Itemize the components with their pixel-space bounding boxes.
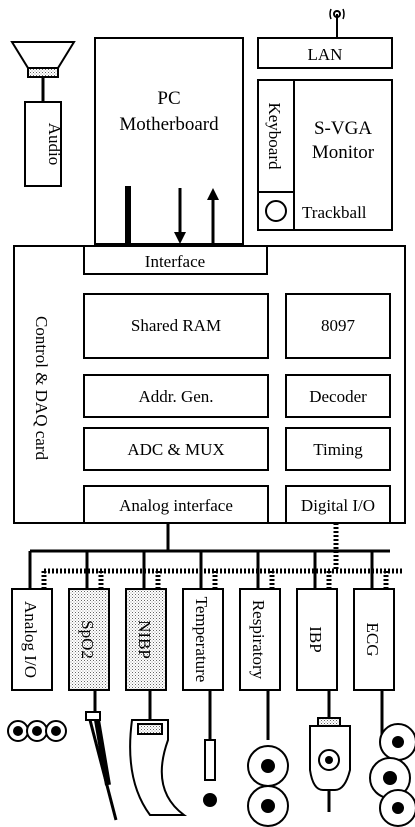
module-label: Analog I/O [21,601,40,678]
timing-block [285,427,391,471]
interface-label: Interface [145,252,205,271]
module-respiratory: Respiratory [239,588,281,691]
digital-io-label: Digital I/O [301,496,375,515]
decoder-label: Decoder [309,387,367,406]
spo2-finger-clip-icon [85,690,118,821]
module-nibp: NIBP [125,588,167,691]
module-label: NIBP [135,620,154,659]
module-ibp: IBP [296,588,338,691]
monitor-label-line2: Monitor [312,142,375,163]
speaker-icon [10,41,76,78]
module-box [353,588,395,691]
module-box [125,588,167,691]
module-label: Temperature [192,597,211,683]
analog-interface-label: Analog interface [119,496,233,515]
monitor-label-line1: S-VGA [314,118,372,139]
bus-taps [28,551,389,589]
lan-block: LAN [257,37,393,69]
module-row: Analog I/O SpO2 NIBP Temperature Respiratory… [11,588,395,691]
module-temperature: Temperature [182,588,224,691]
trackball-label: Trackball [302,203,367,222]
pc-motherboard-block: PC Motherboard [94,37,244,245]
adc-mux-block [83,427,269,471]
interface-block [83,245,268,275]
module-label: SpO2 [78,620,97,659]
respiratory-electrodes-icon [247,690,289,827]
cpu-label: 8097 [321,316,356,335]
ibp-transducer-icon [309,690,351,812]
module-label: IBP [306,626,325,652]
audio-block: Audio [24,101,64,187]
cpu-block [285,293,391,359]
module-analog-i-o: Analog I/O [11,588,53,691]
decoder-block [285,374,391,418]
analog-interface-block [83,485,269,524]
card-title: Control & DAQ card [32,316,51,461]
antenna-icon [329,8,345,38]
module-box [239,588,281,691]
temperature-probe-icon [203,690,217,807]
keyboard-label: Keyboard [265,102,284,170]
module-box [296,588,338,691]
timing-label: Timing [313,440,363,459]
nibp-cuff-icon [129,690,188,816]
module-label: Respiratory [249,600,268,680]
module-ecg: ECG [353,588,395,691]
addr-gen-label: Addr. Gen. [138,387,213,406]
analog-io-connectors-icon [7,720,67,742]
audio-label: Audio [45,123,64,166]
pc-label: PC [157,88,180,109]
shared-ram-block [83,293,269,359]
adc-mux-label: ADC & MUX [127,440,224,459]
console-block: Keyboard Trackball S-VGA Monitor [257,79,393,231]
motherboard-label: Motherboard [119,114,219,135]
module-spo2: SpO2 [68,588,110,691]
module-label: ECG [363,623,382,657]
module-box [182,588,224,691]
trackball-icon [265,200,287,222]
ecg-electrodes-icon [369,690,415,827]
daq-card: Interface Control & DAQ card Shared RAM … [13,245,406,524]
module-box [68,588,110,691]
lan-label: LAN [308,45,343,64]
addr-gen-block [83,374,269,418]
module-box [11,588,53,691]
shared-ram-label: Shared RAM [131,316,221,335]
